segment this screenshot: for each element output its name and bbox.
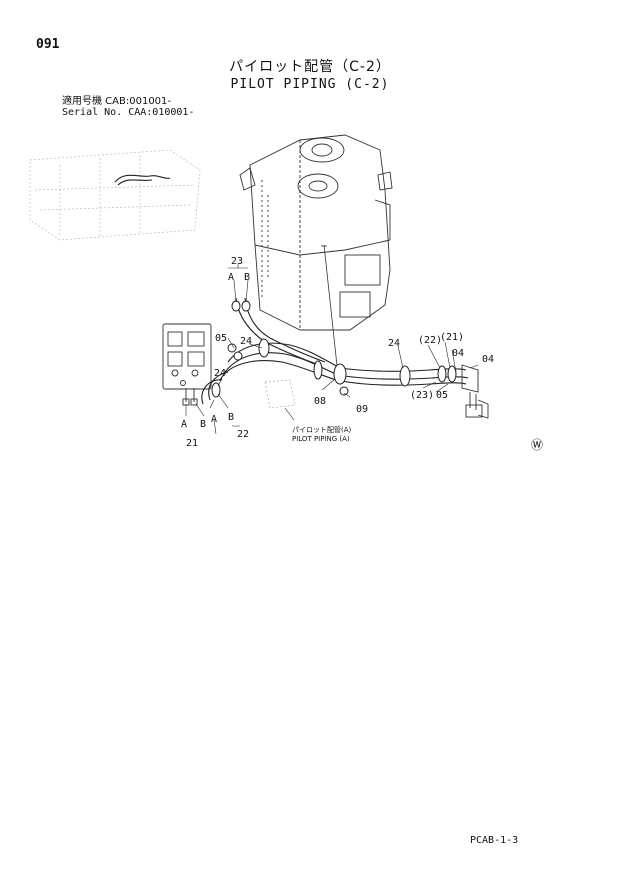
callout-labels: 23 A B 05 24 24 08 09 24 (22) (21) 04 04… [181,256,543,452]
background-sketch [29,149,201,241]
end-fitting [461,364,489,419]
serial-line-japanese: 適用号機 CAB:001001- [62,96,172,107]
w-symbol: Ⓦ [531,438,543,452]
callout-05-right: 05 [436,390,448,401]
callout-09: 09 [356,404,368,415]
callout-23-paren: (23) [410,390,434,401]
callout-24-top: 24 [240,336,252,347]
title-english: PILOT PIPING (C-2) [230,77,390,92]
clamps [211,300,457,398]
callout-22: 22 [237,429,249,440]
callout-a-top: A [228,272,234,283]
note-japanese: パイロット配管(A) [292,425,352,434]
callout-b-bottom: B [200,419,206,430]
callout-23: 23 [231,256,243,267]
callout-21-paren: (21) [440,332,464,343]
callout-a-mid: A [211,414,217,425]
callout-08: 08 [314,396,326,407]
page-number: 091 [36,37,60,52]
small-wire-sketch [114,174,171,186]
callout-a-bottom: A [181,419,187,430]
hose-bundle [201,297,469,405]
footer-code: PCAB-1-3 [470,835,519,846]
leader-lines [185,264,479,435]
main-unit [239,134,393,331]
sub-assembly-sketch [264,379,296,409]
title-japanese: パイロット配管（C-2） [229,59,391,75]
control-valve [162,323,212,406]
callout-b-top: B [244,272,250,283]
callout-05-left: 05 [215,333,227,344]
serial-line-english: Serial No. CAA:010001- [62,107,195,118]
callout-04-a: 04 [452,348,464,359]
callout-22-paren: (22) [418,335,442,346]
callout-04-b: 04 [482,354,494,365]
callout-24-right: 24 [388,338,400,349]
callout-b-mid: B [228,412,234,423]
callout-21: 21 [186,438,198,449]
note-english: PILOT PIPING (A) [292,435,350,443]
leader-rod [321,244,339,376]
callout-24-left: 24 [214,368,226,379]
